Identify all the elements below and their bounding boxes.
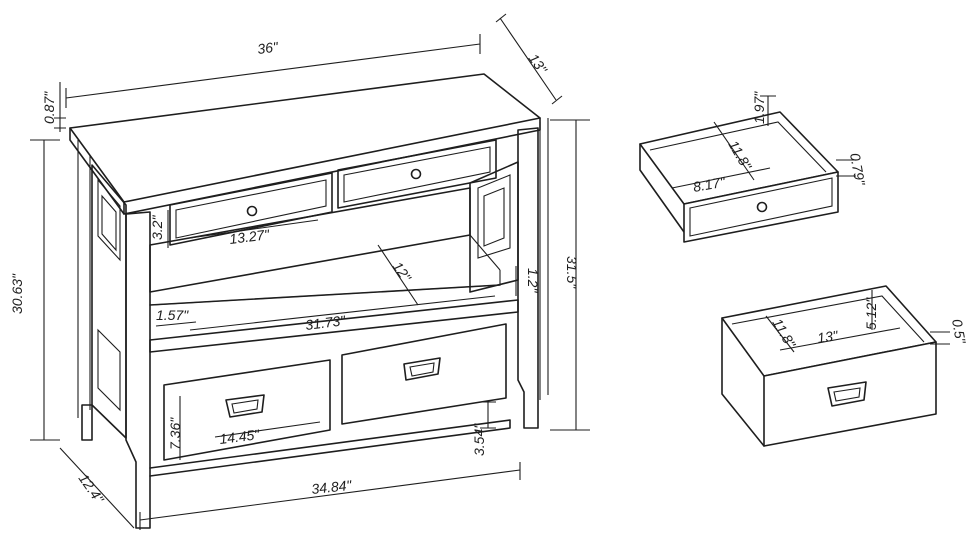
label-top-depth: 13" <box>526 51 551 78</box>
label-base-width: 34.84" <box>311 477 353 497</box>
large-drawer-detail: 11.8" 13" 5.12" 0.5" <box>721 285 969 447</box>
label-large-drawer-detail-depth: 11.8" <box>769 316 799 352</box>
label-shelf-lip: 1.2" <box>525 268 541 293</box>
label-leg-height: 3.54" <box>471 423 487 456</box>
small-drawer-detail-knob-icon <box>756 201 768 213</box>
base-rail <box>149 419 511 477</box>
front-legs <box>81 127 539 529</box>
label-small-drawer-height: 3.2" <box>149 215 165 240</box>
label-shelf-width: 31.73" <box>304 312 347 333</box>
label-small-drawer-detail-height: 1.97" <box>751 91 767 124</box>
lower-drawers <box>163 323 507 461</box>
tabletop <box>69 73 541 215</box>
label-large-drawer-detail-front: 0.5" <box>949 318 969 346</box>
lower-rail <box>149 299 519 353</box>
label-base-depth: 12.4" <box>76 471 108 507</box>
small-drawer-detail: 1.97" 11.8" 8.17" 0.79" <box>639 91 869 243</box>
handle-icon <box>403 357 441 381</box>
label-small-drawer-detail-width: 8.17" <box>692 173 728 195</box>
label-small-drawer-width: 13.27" <box>228 226 271 247</box>
label-total-height: 31.5" <box>564 256 580 289</box>
upper-drawers <box>169 139 497 246</box>
label-top-width: 36" <box>256 38 279 57</box>
label-large-drawer-detail-height: 5.12" <box>863 297 879 330</box>
label-large-drawer-height: 7.36" <box>167 417 183 450</box>
label-side-height: 30.63" <box>9 273 25 314</box>
label-top-thickness: 0.87" <box>41 91 57 124</box>
small-drawer-knob-icon <box>410 168 422 180</box>
dimension-lines <box>30 13 590 530</box>
label-large-drawer-detail-width: 13" <box>816 327 840 346</box>
label-small-drawer-detail-front: 0.79" <box>847 152 869 188</box>
small-drawer-knob-icon <box>246 205 258 217</box>
left-side-lattice <box>91 164 127 439</box>
label-shelf-thickness: 1.57" <box>156 307 189 323</box>
console-table <box>69 73 549 529</box>
handle-icon <box>225 394 265 418</box>
middle-shelf <box>149 187 501 306</box>
label-shelf-depth: 12" <box>390 259 415 286</box>
label-large-drawer-width: 14.45" <box>218 426 261 447</box>
label-small-drawer-detail-depth: 11.8" <box>725 138 755 174</box>
